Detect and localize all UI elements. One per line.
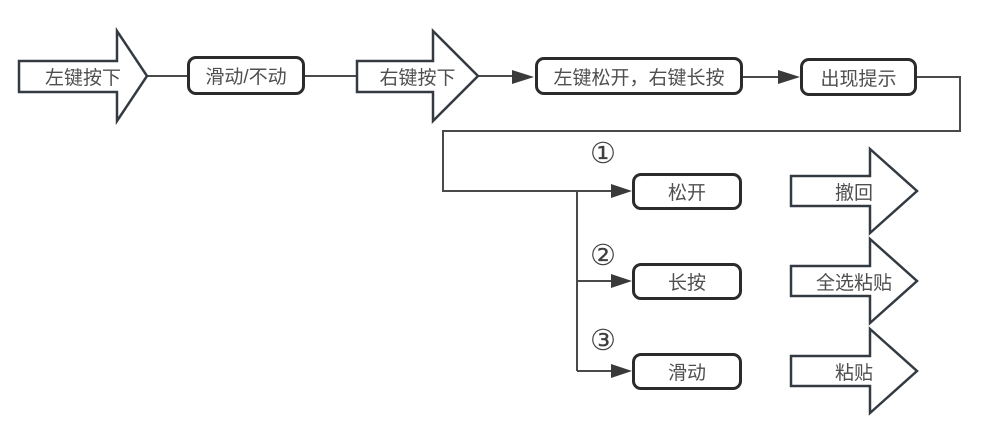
arrowhead-into-longpress-icon — [611, 274, 632, 288]
arrow-shape-paste — [789, 326, 919, 416]
node-slide-or-still-label: 滑动/不动 — [205, 67, 287, 88]
node-release-label: 松开 — [667, 183, 706, 204]
node-left-release-right-hold-label: 左键松开，右键长按 — [553, 67, 725, 89]
arrowhead-into-left-release-icon — [512, 70, 534, 84]
arrowhead-into-slide-icon — [611, 364, 632, 378]
branch-marker-2: ② — [590, 239, 616, 272]
branch-marker-1: ① — [590, 137, 616, 170]
node-left-release-right-hold: 左键松开，右键长按 — [535, 57, 743, 95]
arrowhead-into-prompt-icon — [778, 70, 800, 84]
node-release: 松开 — [632, 173, 742, 210]
node-slide-label: 滑动 — [667, 363, 706, 384]
arrowhead-into-release-icon — [611, 184, 632, 198]
arrow-shape-left-press — [17, 26, 149, 126]
node-slide-or-still: 滑动/不动 — [187, 56, 305, 95]
node-long-press-label: 长按 — [667, 273, 706, 294]
node-long-press: 长按 — [632, 263, 742, 300]
connector-prompt-loop-to-branch1 — [442, 76, 961, 192]
arrow-shape-select-all-paste — [789, 236, 919, 326]
arrow-shape-right-press — [355, 27, 480, 125]
node-prompt-appears: 出现提示 — [800, 58, 917, 96]
node-slide: 滑动 — [632, 353, 742, 390]
arrow-shape-undo — [789, 146, 919, 236]
node-prompt-appears-label: 出现提示 — [820, 68, 897, 90]
branch-marker-3: ③ — [590, 324, 616, 357]
